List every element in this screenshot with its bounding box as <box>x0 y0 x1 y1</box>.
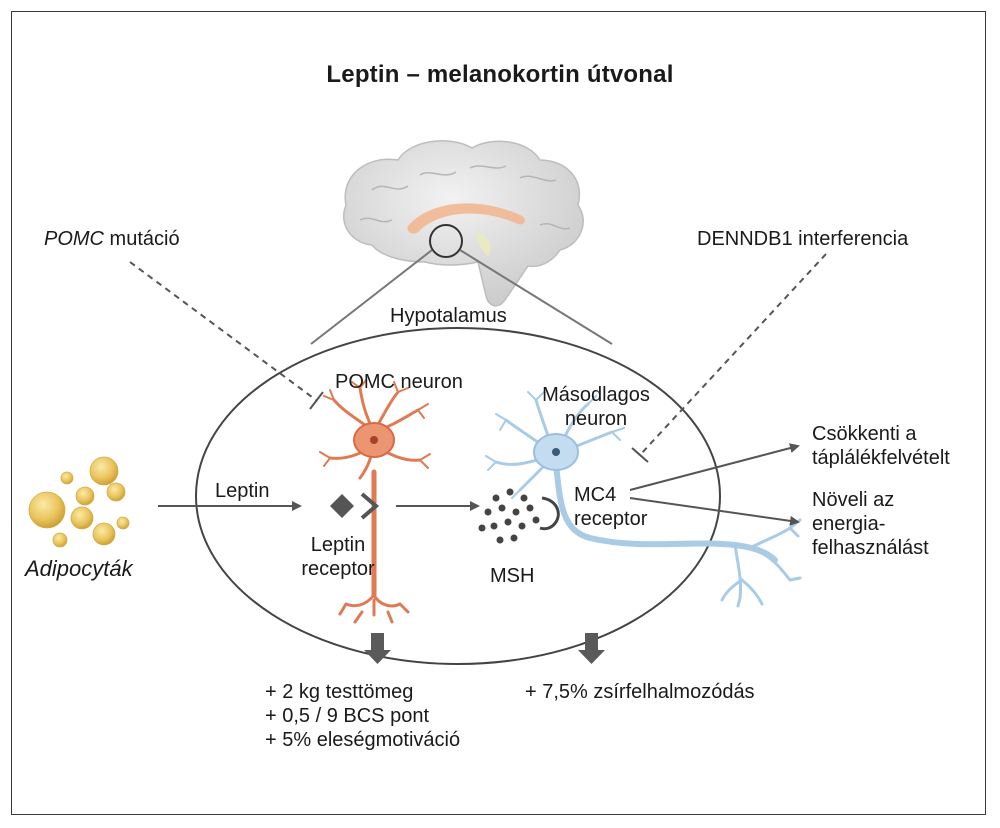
increases-expenditure-line2: energia- <box>812 513 886 535</box>
hypothalamus-label: Hypotalamus <box>390 305 507 327</box>
leptin-molecule <box>330 494 354 518</box>
hypothalamus-region <box>195 327 721 665</box>
dennd-interference-label: DENNDB1 interferencia <box>697 228 909 250</box>
hypothalamus-highlight-circle <box>429 224 463 258</box>
mc4-receptor-shape <box>539 496 560 531</box>
decreases-intake-line2: táplálékfelvételt <box>812 447 950 469</box>
outcome-item: + 7,5% zsírfelhalmozódás <box>525 681 755 703</box>
decreases-intake-arrow <box>629 443 800 491</box>
mc4-receptor-label: MC4 receptor <box>574 483 647 531</box>
adipocytes-label: Adipocyták <box>25 556 133 581</box>
dennd-interference-inhibition-bar <box>631 447 649 463</box>
brain-illustration <box>343 140 584 307</box>
increases-expenditure-arrow <box>629 497 800 526</box>
pomc-outcome-arrow <box>364 633 391 664</box>
adipocyte-cluster <box>28 456 130 548</box>
leptin-receptor-shape <box>360 492 380 520</box>
diagram-title: Leptin – melanokortin útvonal <box>326 61 674 88</box>
pomc-mutation-inhibition-bar <box>309 391 324 410</box>
pomc-neuron <box>319 379 431 624</box>
mc4-receptor-label-line2: receptor <box>574 508 648 530</box>
pomc-mutation-italic-text: POMC <box>44 228 104 250</box>
decreases-intake-line1: Csökkenti a <box>812 423 917 445</box>
decreases-intake-label: Csökkenti a táplálékfelvételt <box>812 422 950 470</box>
outcome-item: + 0,5 / 9 BCS pont <box>265 705 429 727</box>
outcome-item: + 2 kg testtömeg <box>265 681 414 703</box>
leptin-receptor-label: Leptin receptor <box>288 533 388 581</box>
mc4-outcome-arrow <box>578 633 605 664</box>
pomc-mutation-text: mutáció <box>104 228 180 250</box>
secondary-neuron-label: Másodlagos neuron <box>531 383 661 431</box>
pomc-outcomes-list: + 2 kg testtömeg + 0,5 / 9 BCS pont + 5%… <box>265 680 460 752</box>
leptin-label: Leptin <box>215 480 270 502</box>
mc4-receptor-label-line1: MC4 <box>574 484 617 506</box>
msh-label: MSH <box>490 565 535 587</box>
increases-expenditure-label: Növeli az energia- felhasználást <box>812 488 929 560</box>
secondary-neuron-label-line2: neuron <box>564 408 628 430</box>
pomc-mutation-inhibition-line <box>129 261 317 401</box>
pomc-mutation-label: POMC mutáció <box>44 227 180 251</box>
zoom-line-left <box>310 249 433 345</box>
increases-expenditure-line1: Növeli az <box>812 489 895 511</box>
leptin-receptor-label-line1: Leptin <box>310 534 366 556</box>
zoom-line-right <box>459 249 613 345</box>
msh-molecules <box>478 488 540 544</box>
pomc-neuron-label: POMC neuron <box>335 371 463 393</box>
leptin-receptor-label-line2: receptor <box>301 558 375 580</box>
outcome-item: + 5% eleségmotiváció <box>265 729 461 751</box>
dennd-interference-inhibition-line <box>639 253 827 456</box>
mc4-outcomes-list: + 7,5% zsírfelhalmozódás <box>525 680 755 704</box>
secondary-neuron-label-line1: Másodlagos <box>542 384 650 406</box>
increases-expenditure-line3: felhasználást <box>812 537 929 559</box>
secondary-neuron <box>485 391 802 608</box>
